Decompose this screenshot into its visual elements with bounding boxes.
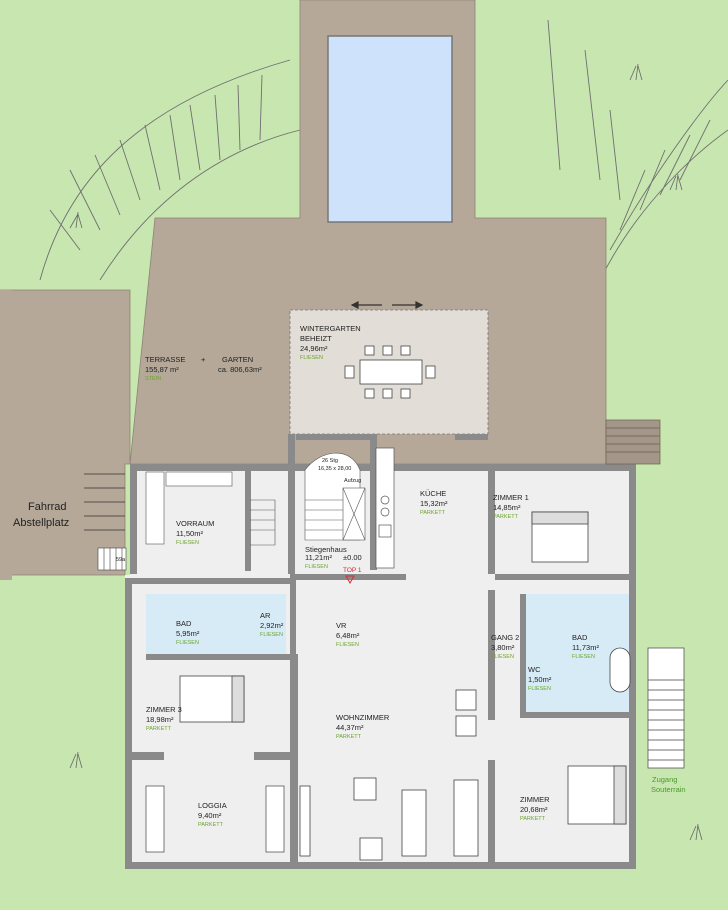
slope-lines (39, 19, 728, 281)
room-wintergarten-floor: FLIESEN (300, 355, 323, 361)
living-furniture (299, 689, 479, 861)
souterrain-stairs (647, 647, 685, 769)
room-kueche-area: 15,32m² (420, 499, 448, 508)
room-zimmer3-name: ZIMMER 3 (146, 705, 182, 714)
bath-left-floor (146, 594, 286, 654)
souterrain-label-1: Zugang (652, 775, 677, 784)
terrace-area-label: 155,87 m² (145, 365, 179, 374)
room-stiegenhaus-name: Stiegenhaus (305, 545, 347, 554)
room-vorraum-floor: FLIESEN (176, 540, 199, 546)
room-zimmer1-area: 14,85m² (493, 503, 521, 512)
bike-label-1: Fahrrad (28, 501, 67, 513)
room-zimmer1-floor: PARKETT (493, 514, 519, 520)
kitchen-counter (375, 447, 395, 569)
lift-label: Aufzug (344, 478, 361, 484)
room-gang2-floor: FLIESEN (491, 654, 514, 660)
room-bad-right-name: BAD (572, 633, 588, 642)
room-bad-left-floor: FLIESEN (176, 640, 199, 646)
bathtub (609, 647, 631, 693)
room-vr-area: 6,48m² (336, 631, 360, 640)
bike-label-2: Abstellplatz (13, 517, 69, 529)
terrace-name: TERRASSE (145, 355, 185, 364)
terrace-left-strip (0, 290, 12, 580)
room-wohnzimmer-floor: PARKETT (336, 734, 362, 740)
room-loggia-floor: PARKETT (198, 822, 224, 828)
souterrain-label-2: Souterrain (651, 785, 686, 794)
garden-area-label: ca. 806,63m² (218, 365, 262, 374)
room-wintergarten-name: WINTERGARTEN (300, 324, 361, 333)
bike-rack (84, 473, 125, 531)
terrace-plus: + (201, 355, 206, 364)
room-vr-name: VR (336, 621, 347, 630)
room-vorraum-area: 11,50m² (176, 529, 203, 538)
beds (179, 511, 627, 825)
room-vorraum-name: VORRAUM (176, 519, 214, 528)
grass-tufts (69, 63, 703, 841)
room-vr-floor: FLIESEN (336, 642, 359, 648)
wardrobe (145, 471, 233, 545)
room-wintergarten-name2: BEHEIZT (300, 334, 332, 343)
room-gang2-name: GANG 2 (491, 633, 519, 642)
loggia-benches (145, 785, 285, 853)
room-loggia-name: LOGGIA (198, 801, 227, 810)
stairs-note-1: 26 Stg (322, 458, 338, 464)
dining-table (344, 345, 436, 399)
terrace-steps (605, 419, 661, 465)
room-stiegenhaus-floor: FLIESEN (305, 564, 328, 570)
room-wc-floor: FLIESEN (528, 686, 551, 692)
room-zimmer1-name: ZIMMER 1 (493, 493, 529, 502)
room-zimmer-area: 20,68m² (520, 805, 548, 814)
entry-steps (97, 547, 127, 571)
room-zimmer-floor: PARKETT (520, 816, 546, 822)
room-ar-name: AR (260, 611, 271, 620)
room-zimmer-name: ZIMMER (520, 795, 550, 804)
room-bad-left-name: BAD (176, 619, 192, 628)
room-bad-right-floor: FLIESEN (572, 654, 595, 660)
room-zimmer3-area: 18,98m² (146, 715, 174, 724)
room-kueche-name: KÜCHE (420, 489, 446, 498)
stairs-note-2: 16,35 x 28,00 (318, 466, 351, 472)
room-stiegenhaus-area: 11,21m² (305, 553, 332, 562)
pool (327, 35, 453, 223)
room-loggia-area: 9,40m² (198, 811, 222, 820)
room-wc-area: 1,50m² (528, 675, 552, 684)
entrance-label: TOP 1 (343, 567, 362, 574)
terrace-material: STEIN (145, 376, 161, 382)
room-wc-name: WC (528, 665, 541, 674)
entrance-marker (345, 575, 355, 585)
room-ar-area: 2,92m² (260, 621, 284, 630)
room-wohnzimmer-area: 44,37m² (336, 723, 364, 732)
room-wohnzimmer-name: WOHNZIMMER (336, 713, 390, 722)
room-wintergarten-area: 24,96m² (300, 344, 328, 353)
stairs (250, 452, 366, 546)
door-note: 59a (116, 557, 126, 563)
room-stiegenhaus-level: ±0.00 (343, 553, 362, 562)
room-kueche-floor: PARKETT (420, 510, 446, 516)
room-gang2-area: 3,80m² (491, 643, 515, 652)
room-zimmer3-floor: PARKETT (146, 726, 172, 732)
sliding-arrows (350, 301, 424, 309)
room-bad-right-area: 11,73m² (572, 643, 599, 652)
room-ar-floor: FLIESEN (260, 632, 283, 638)
room-bad-left-area: 5,95m² (176, 629, 200, 638)
garden-name: GARTEN (222, 355, 253, 364)
